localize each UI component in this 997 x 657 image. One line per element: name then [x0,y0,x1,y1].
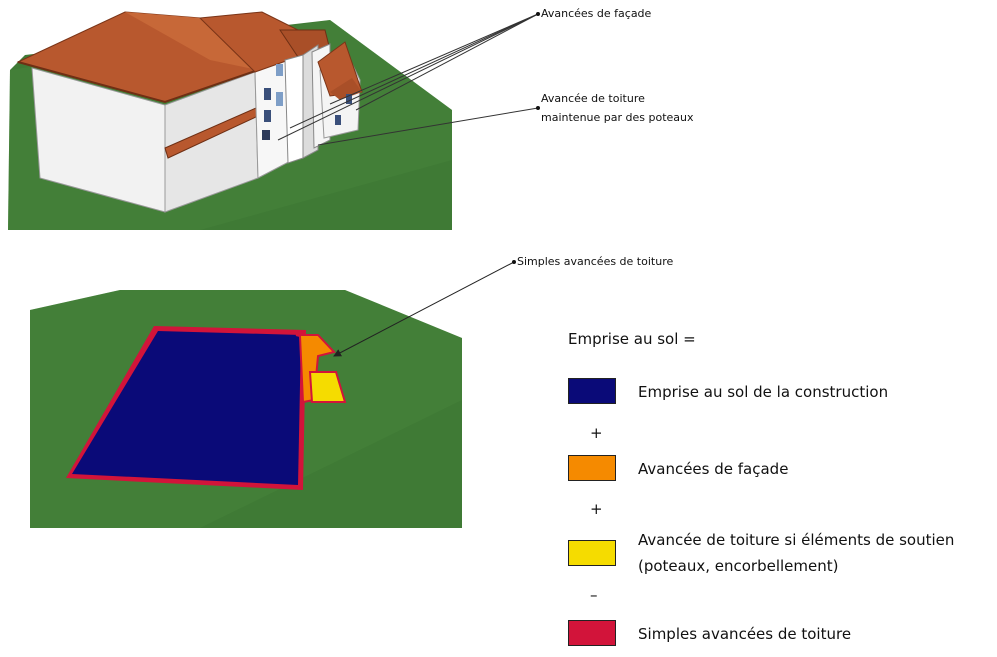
swatch-orange [568,455,616,481]
footprint-construction [72,331,301,485]
callout-roof-posts-line2: maintenue par des poteaux [541,111,694,124]
legend-label: Avancées de façade [638,460,789,478]
legend-label: Emprise au sol de la construction [638,383,889,401]
legend-label: Simples avancées de toiture [638,625,852,643]
swatch-red [568,620,616,646]
house-3d-view [8,11,540,230]
callout-facade: Avancées de façade [541,7,652,20]
operator-plus: + [590,424,603,442]
callout-simple-roof: Simples avancées de toiture [517,255,674,268]
footprint-plan-view [30,260,516,528]
operator-minus: – [590,586,598,604]
footprint-roof-supported [308,371,347,403]
swatch-yellow [568,540,616,566]
callout-roof-posts-line1: Avancée de toiture [541,92,645,105]
swatch-blue [568,378,616,404]
operator-plus: + [590,500,603,518]
legend-label-line1: Avancée de toiture si éléments de soutie… [638,531,955,549]
legend-title: Emprise au sol = [568,330,696,348]
legend-label-line2: (poteaux, encorbellement) [638,557,839,575]
arrow-pointer [333,261,515,357]
